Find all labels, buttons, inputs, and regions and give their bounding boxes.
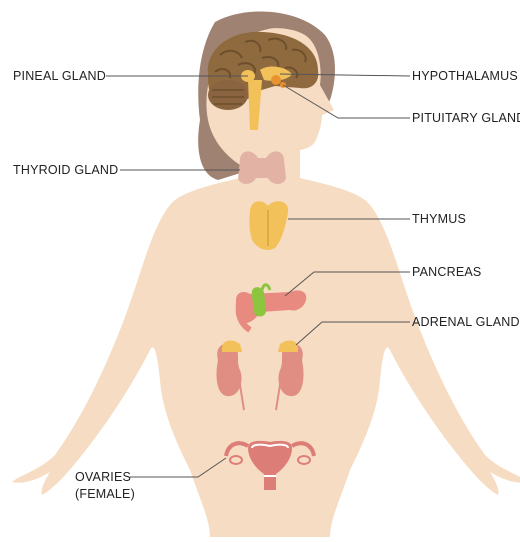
ovary-right xyxy=(298,456,310,464)
label-ovaries-female: (FEMALE) xyxy=(75,487,135,502)
ovary-left xyxy=(230,456,242,464)
pituitary-gland-shape xyxy=(271,75,281,85)
label-ovaries: OVARIES xyxy=(75,470,131,485)
cerebellum xyxy=(208,80,248,110)
label-pituitary-gland: PITUITARY GLAND xyxy=(412,111,520,126)
label-pancreas: PANCREAS xyxy=(412,265,481,280)
label-thyroid-gland: THYROID GLAND xyxy=(13,163,118,178)
label-pineal-gland: PINEAL GLAND xyxy=(13,69,106,84)
label-hypothalamus: HYPOTHALAMUS xyxy=(412,69,518,84)
label-adrenal-gland: ADRENAL GLAND xyxy=(412,315,520,330)
label-thymus: THYMUS xyxy=(412,212,466,227)
